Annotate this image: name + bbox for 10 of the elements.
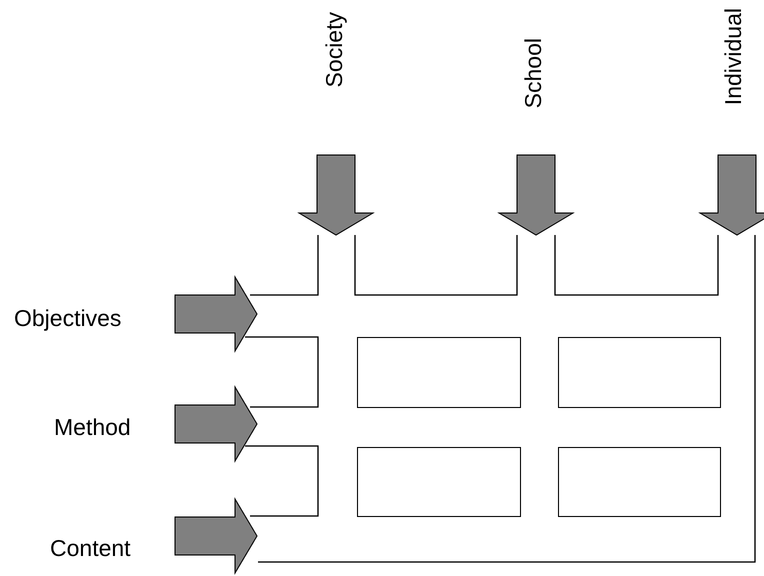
empty-cell-box [558,337,721,408]
column-label: School [522,38,545,108]
column-label: Individual [722,8,745,106]
row-label: Content [50,537,131,560]
empty-cell-box [558,447,721,517]
empty-cell-box [357,337,521,408]
empty-cell-box [357,447,521,517]
column-label: Society [323,12,346,88]
row-label: Objectives [14,307,122,330]
row-label: Method [54,416,131,439]
